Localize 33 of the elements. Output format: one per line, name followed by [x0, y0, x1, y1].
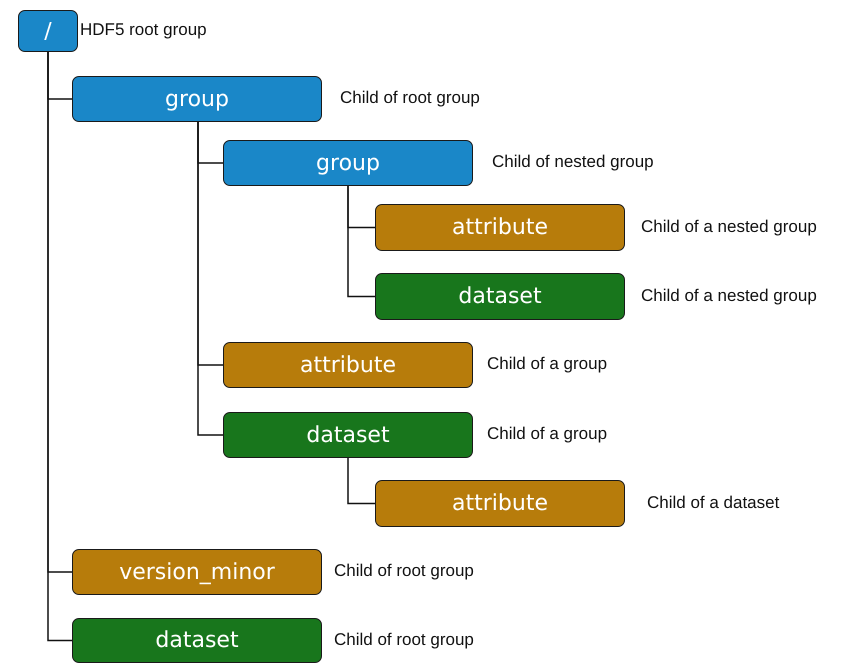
node-label: group [165, 86, 229, 112]
tree-node-box [72, 549, 322, 595]
node-description: Child of root group [334, 561, 474, 581]
tree-node-box [375, 204, 625, 251]
tree-node-box [72, 618, 322, 663]
node-description: Child of a nested group [641, 286, 817, 306]
tree-connector [347, 186, 375, 298]
node-description: Child of nested group [492, 152, 654, 172]
node-label: attribute [452, 491, 548, 516]
tree-node-box [375, 480, 625, 527]
node-description: Child of a dataset [647, 492, 780, 512]
node-description: Child of a nested group [641, 216, 817, 236]
tree-node-box [18, 10, 78, 52]
tree-connector [347, 458, 375, 504]
tree-node-box [223, 412, 473, 458]
node-label: attribute [300, 352, 396, 378]
node-label: / [44, 18, 52, 44]
node-label: group [316, 150, 380, 176]
tree-node-box [223, 342, 473, 388]
node-label: dataset [458, 284, 542, 309]
node-label: attribute [452, 215, 548, 240]
node-description: HDF5 root group [80, 20, 207, 40]
tree-node-box [375, 273, 625, 320]
tree-node-box [223, 140, 473, 186]
node-description: Child of root group [334, 630, 474, 650]
node-label: version_minor [119, 560, 275, 584]
node-description: Child of root group [340, 88, 480, 108]
node-description: Child of a group [487, 424, 608, 444]
node-description: Child of a group [487, 354, 608, 374]
tree-node-box [72, 76, 322, 122]
node-label: dataset [306, 422, 390, 448]
node-label: dataset [155, 628, 239, 653]
tree-connector [197, 122, 223, 436]
